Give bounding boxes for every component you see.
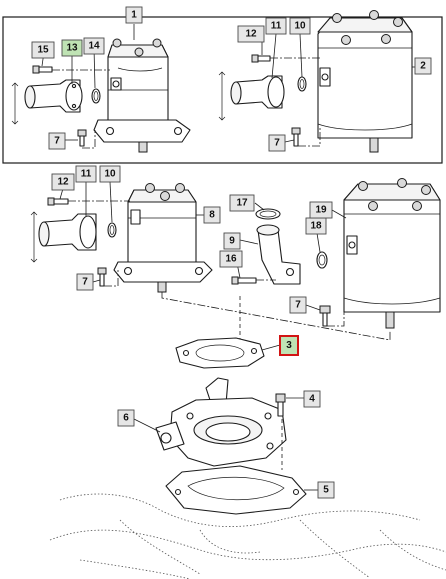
svg-text:12: 12 — [245, 29, 257, 40]
svg-text:15: 15 — [37, 45, 49, 56]
callout-6[interactable]: 6 — [117, 409, 135, 427]
callout-11-middle[interactable]: 11 — [75, 165, 97, 183]
gasket-3 — [175, 337, 265, 369]
svg-text:10: 10 — [294, 21, 306, 32]
callout-7-middle-left[interactable]: 7 — [76, 273, 94, 291]
callout-12-top[interactable]: 12 — [237, 25, 265, 43]
callout-2[interactable]: 2 — [414, 57, 432, 75]
callout-7-middle-right[interactable]: 7 — [289, 296, 307, 314]
svg-text:11: 11 — [271, 21, 282, 32]
svg-text:6: 6 — [123, 413, 129, 424]
svg-text:12: 12 — [57, 177, 69, 188]
pump-assembly-middle-left — [30, 183, 213, 293]
callout-12-middle[interactable]: 12 — [51, 173, 75, 191]
variant-frame — [2, 16, 443, 164]
svg-text:13: 13 — [66, 43, 78, 54]
callout-17[interactable]: 17 — [229, 194, 255, 212]
callout-5[interactable]: 5 — [317, 481, 335, 499]
svg-text:8: 8 — [209, 210, 215, 221]
svg-text:2: 2 — [420, 61, 426, 72]
callout-3[interactable]: 3 — [279, 335, 299, 356]
svg-text:1: 1 — [131, 10, 137, 21]
callout-14[interactable]: 14 — [83, 37, 105, 55]
callout-9[interactable]: 9 — [223, 232, 241, 250]
callout-7-top-left[interactable]: 7 — [48, 132, 66, 150]
callout-13[interactable]: 13 — [61, 39, 83, 57]
svg-text:7: 7 — [82, 277, 88, 288]
svg-text:7: 7 — [54, 136, 60, 147]
callout-7-top-right[interactable]: 7 — [268, 134, 286, 152]
callout-1[interactable]: 1 — [125, 6, 143, 24]
svg-text:10: 10 — [104, 169, 116, 180]
svg-text:17: 17 — [236, 198, 248, 209]
svg-text:9: 9 — [229, 236, 235, 247]
svg-text:7: 7 — [295, 300, 301, 311]
pump-assembly-right — [218, 10, 413, 153]
tractor-outline — [49, 493, 446, 579]
callout-16[interactable]: 16 — [219, 250, 243, 268]
svg-text:19: 19 — [315, 205, 327, 216]
callout-8[interactable]: 8 — [203, 206, 221, 224]
callout-19[interactable]: 19 — [309, 201, 333, 219]
callout-18[interactable]: 18 — [305, 217, 327, 235]
svg-text:11: 11 — [81, 169, 92, 180]
pump-assembly-left — [11, 38, 191, 153]
callout-15[interactable]: 15 — [31, 41, 55, 59]
callout-10-middle[interactable]: 10 — [99, 165, 121, 183]
housing-6 — [155, 377, 287, 470]
pump-assembly-middle-right — [319, 178, 441, 329]
gasket-5 — [165, 465, 307, 515]
svg-text:14: 14 — [88, 41, 100, 52]
callout-4[interactable]: 4 — [303, 390, 321, 408]
svg-text:3: 3 — [286, 340, 292, 351]
elbow-assembly — [231, 208, 328, 285]
callout-10-top[interactable]: 10 — [289, 17, 311, 35]
bolt-4 — [275, 393, 286, 417]
svg-text:7: 7 — [274, 138, 280, 149]
svg-text:16: 16 — [225, 254, 237, 265]
svg-text:4: 4 — [309, 394, 315, 405]
callout-11-top[interactable]: 11 — [265, 17, 287, 35]
svg-text:18: 18 — [310, 221, 322, 232]
svg-text:5: 5 — [323, 485, 329, 496]
